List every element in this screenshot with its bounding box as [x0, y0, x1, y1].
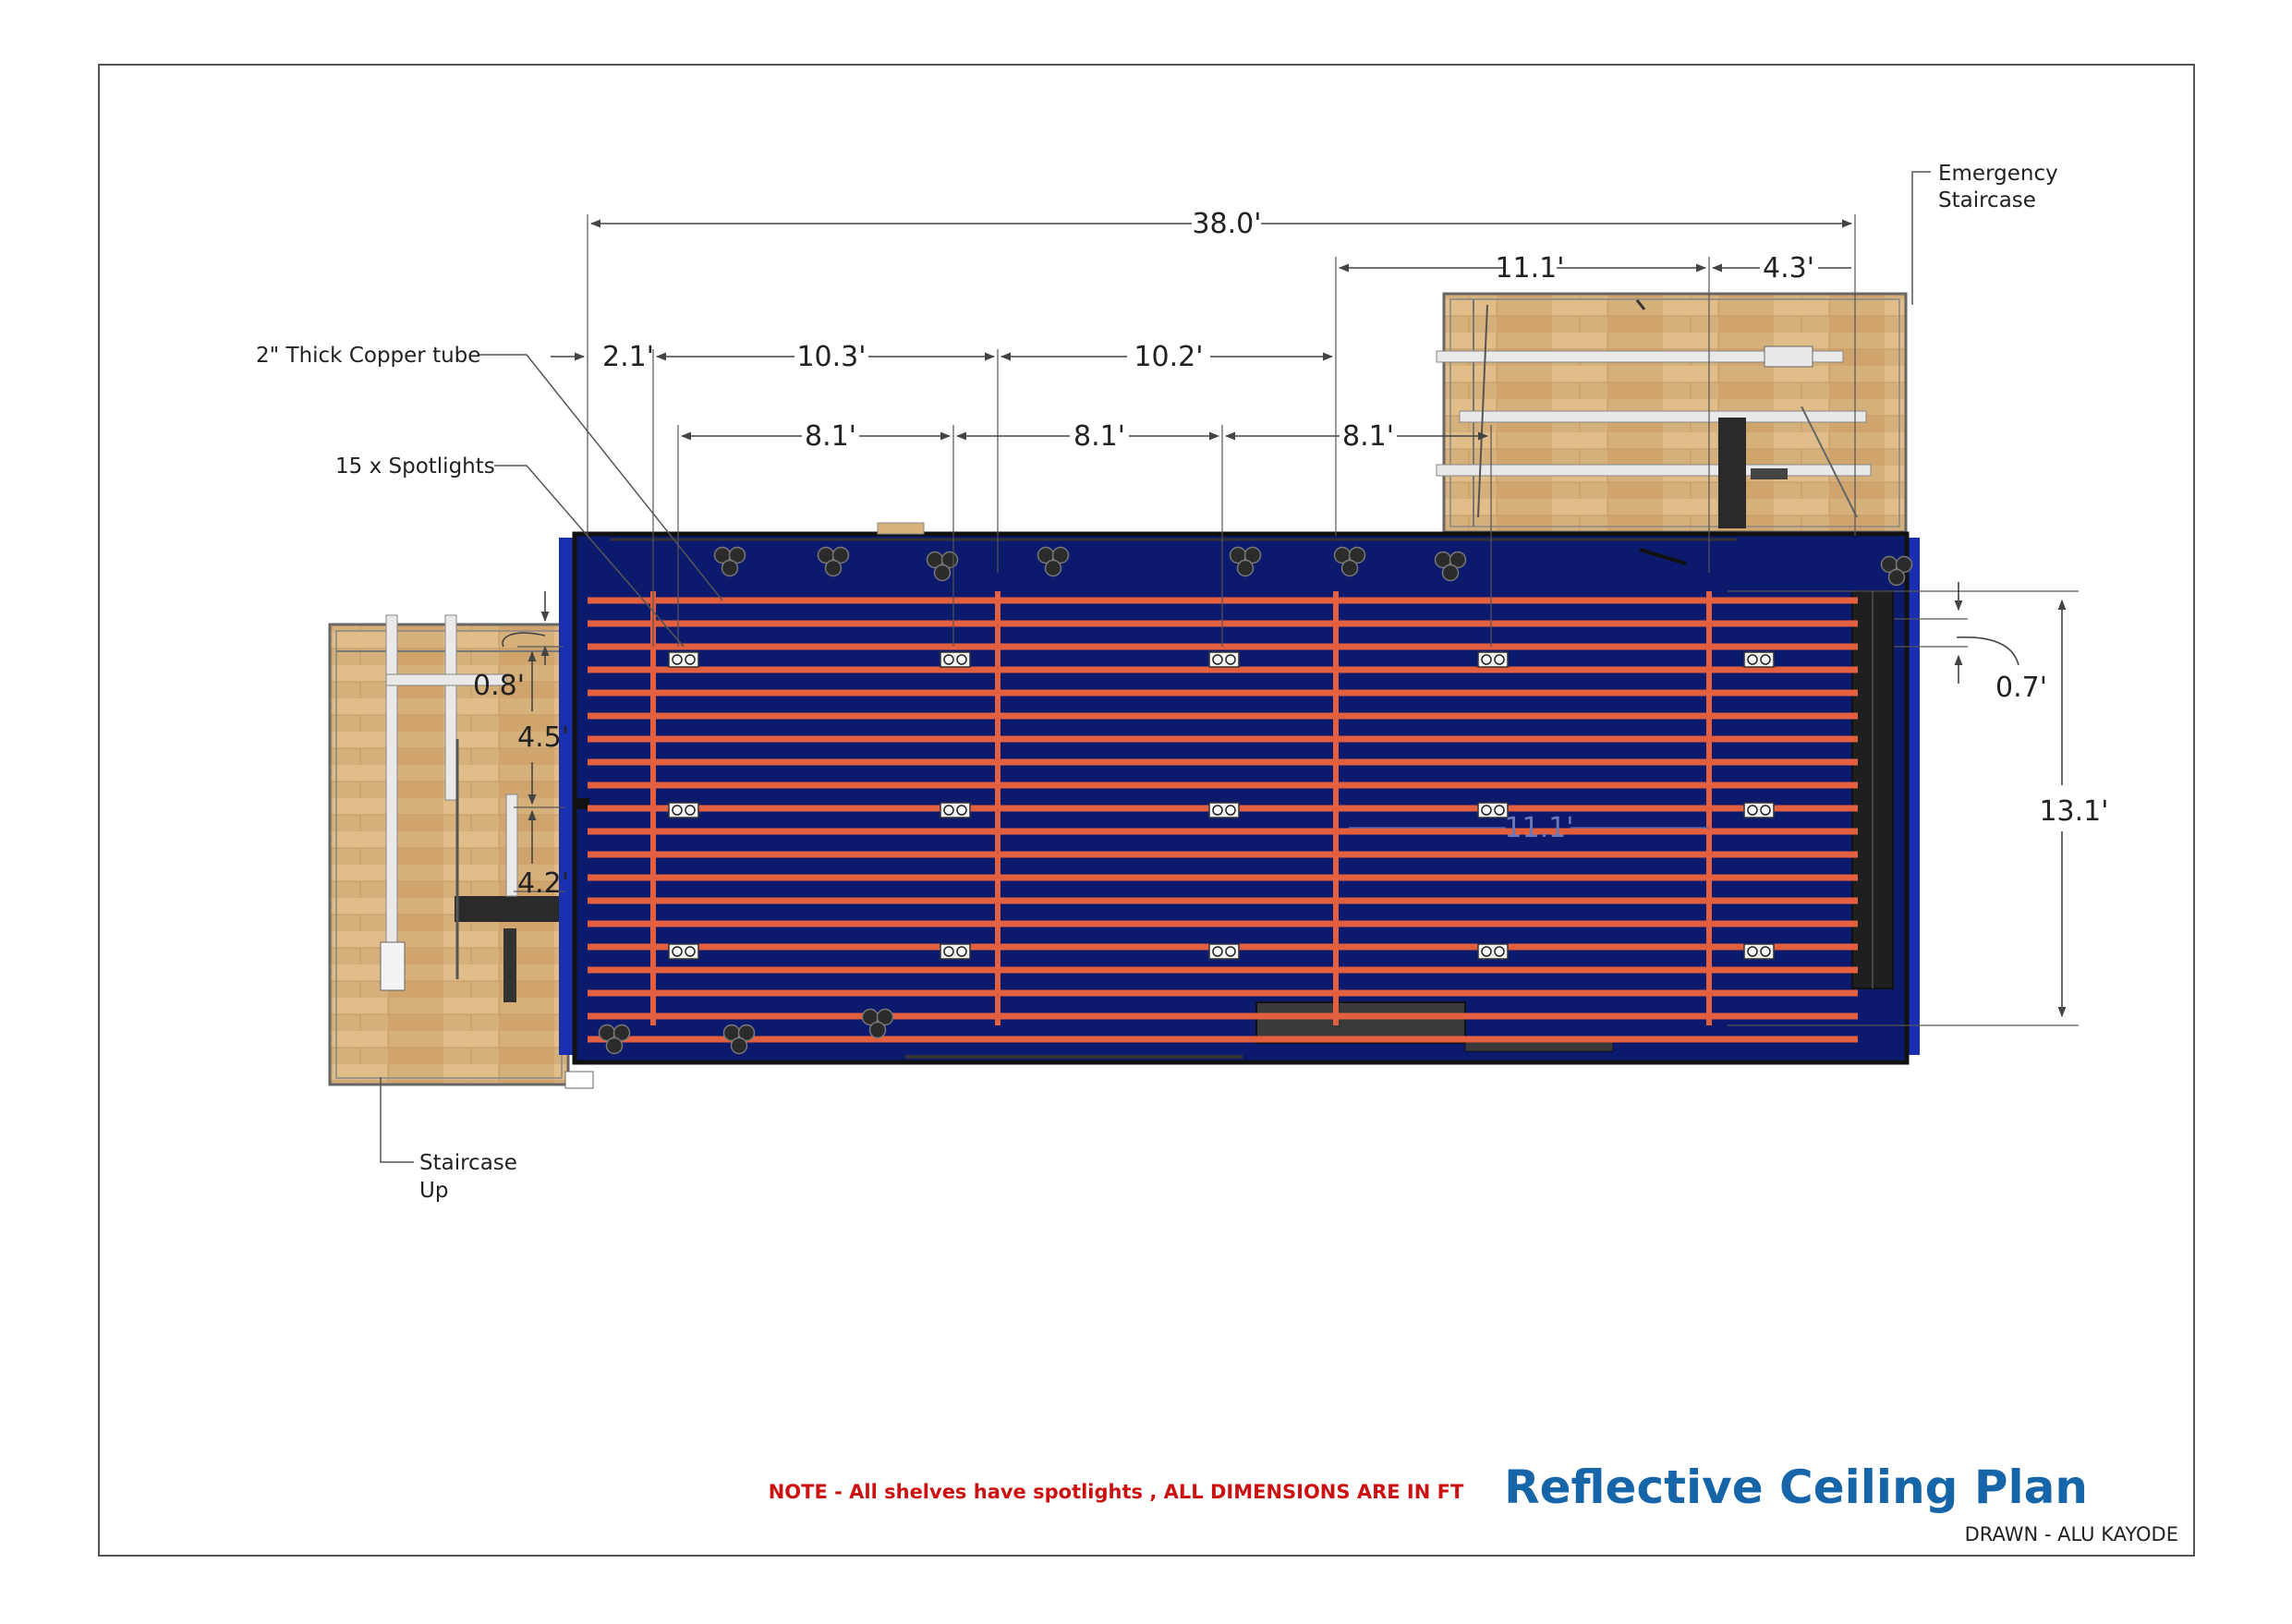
copper-tube-horizontal: [588, 897, 1858, 904]
copper-tube-vertical: [650, 591, 656, 1025]
cluster-light-icon: [1229, 546, 1262, 577]
spotlight-icon: [1743, 943, 1775, 960]
label-staircase-line1: Staircase: [419, 1151, 517, 1175]
copper-tube-horizontal: [588, 1012, 1858, 1020]
copper-tube-horizontal: [588, 735, 1858, 743]
copper-tube-horizontal: [588, 712, 1858, 720]
cluster-light-icon: [1037, 546, 1070, 577]
spotlight-icon: [668, 651, 699, 668]
dim-10-2: 10.2': [1134, 341, 1203, 373]
copper-tube-horizontal: [588, 874, 1858, 881]
staircase-up: [328, 614, 594, 1089]
dim-10-3: 10.3': [796, 341, 866, 373]
label-emergency-line2: Staircase: [1938, 188, 2036, 212]
dim-11-1-top: 11.1': [1495, 252, 1564, 285]
dim-2-1: 2.1': [602, 341, 654, 373]
copper-tube-horizontal: [588, 851, 1858, 858]
copper-tube-horizontal: [588, 920, 1858, 927]
drawn-by: DRAWN - ALU KAYODE: [1965, 1523, 2178, 1545]
label-spotlights: 15 x Spotlights: [335, 454, 495, 479]
dim-overall-38: 38.0': [1192, 208, 1261, 240]
cluster-light-icon: [1434, 551, 1467, 582]
dim-0-8: 0.8': [473, 670, 525, 702]
cluster-light-icon: [598, 1024, 631, 1055]
spotlight-icon: [1477, 802, 1509, 818]
dim-4-2: 4.2': [517, 867, 569, 900]
copper-tube-horizontal: [588, 828, 1858, 835]
cluster-light-icon: [1333, 546, 1366, 577]
spotlight-icon: [1208, 651, 1240, 668]
copper-tube-horizontal: [588, 989, 1858, 997]
spotlight-icon: [1208, 802, 1240, 818]
dim-13-1: 13.1': [2039, 795, 2108, 828]
cluster-light-icon: [722, 1024, 756, 1055]
dim-0-7: 0.7': [1995, 672, 2047, 704]
copper-tube-horizontal: [588, 782, 1858, 789]
spotlight-icon: [1743, 651, 1775, 668]
dim-4-3: 4.3': [1763, 252, 1814, 285]
dim-4-5: 4.5': [517, 721, 569, 754]
copper-tube-vertical: [1333, 591, 1339, 1025]
spotlight-icon: [940, 802, 971, 818]
label-copper-tube: 2" Thick Copper tube: [256, 344, 480, 368]
annotation-leaders: [380, 171, 1931, 1163]
dim-11-1-mid: 11.1': [1504, 812, 1573, 844]
spotlight-icon: [1477, 943, 1509, 960]
drawing-title: Reflective Ceiling Plan: [1504, 1460, 2088, 1514]
spotlight-icon: [668, 943, 699, 960]
spotlight-icon: [1208, 943, 1240, 960]
copper-tube-horizontal: [588, 689, 1858, 697]
dim-8-1-a: 8.1': [805, 420, 856, 453]
cluster-light-icon: [861, 1008, 894, 1039]
cluster-light-icon: [1880, 555, 1913, 587]
copper-tube-vertical: [995, 591, 1000, 1025]
sheet-frame: [98, 64, 2195, 1557]
copper-tube-horizontal: [588, 758, 1858, 766]
cluster-light-icon: [817, 546, 850, 577]
spotlight-icon: [940, 651, 971, 668]
label-staircase-line2: Up: [419, 1179, 448, 1203]
copper-tube-horizontal: [588, 1036, 1858, 1043]
spotlight-icon: [1477, 651, 1509, 668]
light-fixtures: [598, 546, 1913, 1055]
spotlight-icon: [940, 943, 971, 960]
dim-8-1-b: 8.1': [1073, 420, 1125, 453]
dimension-lines: [502, 214, 2079, 1026]
drawing-note: NOTE - All shelves have spotlights , ALL…: [769, 1481, 1464, 1503]
copper-tube-horizontal: [588, 666, 1858, 673]
spotlight-icon: [1743, 802, 1775, 818]
copper-tube-horizontal: [588, 966, 1858, 974]
dim-8-1-c: 8.1': [1342, 420, 1394, 453]
emergency-staircase: [1436, 292, 1908, 534]
spotlight-icon: [668, 802, 699, 818]
cluster-light-icon: [713, 546, 746, 577]
main-room: [559, 522, 1920, 1065]
copper-tube-vertical: [1706, 591, 1712, 1025]
label-emergency-line1: Emergency: [1938, 162, 2058, 186]
